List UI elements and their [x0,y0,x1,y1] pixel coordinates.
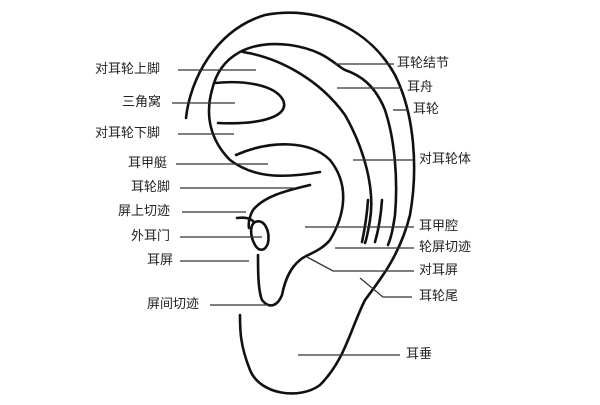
label-external-acoustic-meatus: 外耳门 [131,229,171,244]
label-supratragic-notch: 屏上切迹 [118,204,171,219]
label-lower-crus-antihelix: 对耳轮下脚 [95,126,161,141]
label-tail-of-helix: 耳轮尾 [419,289,459,304]
label-intertragic-notch: 屏间切迹 [147,297,200,312]
label-scapha: 耳舟 [407,80,434,95]
label-antitragus: 对耳屏 [419,263,459,278]
label-tragus: 耳屏 [147,253,174,268]
antihelix-lower-stroke-1 [360,198,370,244]
label-earlobe: 耳垂 [406,347,433,362]
scapha-inner-outline [210,42,398,247]
crus-of-helix-outline [247,183,312,230]
label-triangular-fossa: 三角窝 [122,95,162,110]
antihelix-lower-stroke-2 [373,198,384,244]
label-cavum-conchae: 耳甲腔 [419,219,459,234]
label-cymba-conchae: 耳甲艇 [128,156,168,171]
leader-antitragus [306,256,414,272]
helix-outline [184,11,416,395]
concha-boundary-outline [234,143,345,307]
antihelix-inner-outline [207,88,322,178]
leader-tail-of-helix [359,277,412,298]
label-helix: 耳轮 [413,102,440,117]
label-antihelix: 对耳轮体 [419,152,472,167]
ear-canal-outline [249,220,270,252]
triangular-fossa-outline [213,80,286,125]
label-antitragohelicine-fissure: 轮屏切迹 [419,240,472,255]
tragus-hook-outline [235,216,256,224]
antihelix-outer-outline [241,50,373,245]
label-upper-crus-antihelix: 对耳轮上脚 [95,62,161,77]
label-darwins-tubercle: 耳轮结节 [397,56,450,71]
label-crus-of-helix: 耳轮脚 [131,180,171,195]
